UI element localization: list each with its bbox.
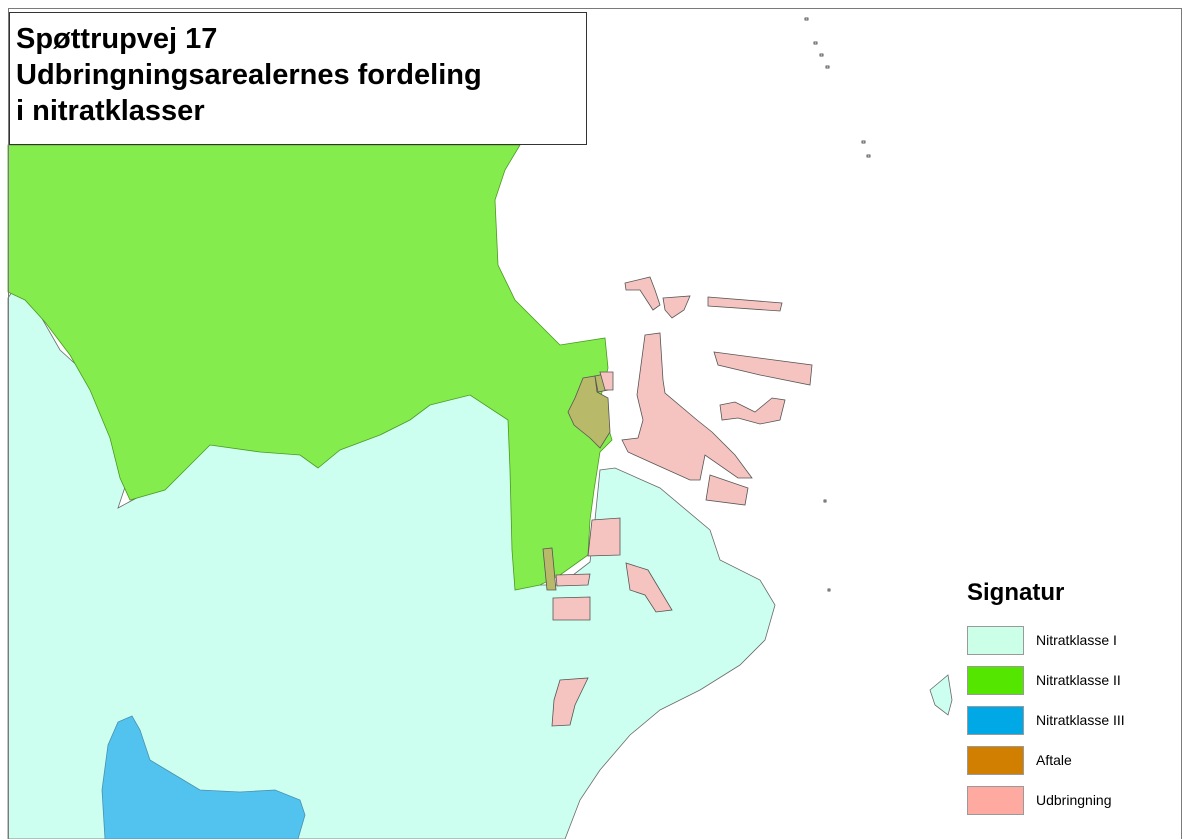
- nitratklasse-2-area: [7, 144, 613, 591]
- nitratklasse-3-area: [101, 715, 306, 839]
- udbringning-parcels: [551, 276, 813, 727]
- map-title-line-3: i nitratklasser: [16, 95, 205, 127]
- udbringning-parcel: [662, 295, 691, 319]
- map-title-line-2: Udbringningsarealernes fordeling: [16, 59, 482, 91]
- map-specks: [804, 17, 871, 592]
- udbringning-parcel: [713, 351, 813, 386]
- legend-label-udbringning: Udbringning: [1036, 792, 1112, 808]
- udbringning-parcel: [624, 276, 661, 311]
- speck: [866, 154, 871, 158]
- legend-item-udbringning: Udbringning: [962, 780, 1172, 820]
- map-title-line-1: Spøttrupvej 17: [16, 23, 218, 55]
- aftale-parcel: [542, 547, 557, 591]
- legend-label-nitratklasse-3: Nitratklasse III: [1036, 712, 1125, 728]
- udbringning-parcel: [599, 371, 614, 391]
- udbringning-parcel: [621, 332, 753, 481]
- speck: [819, 53, 824, 57]
- legend-swatch-nitratklasse-3: [967, 705, 1024, 735]
- legend-swatch-nitratklasse-1: [967, 625, 1024, 655]
- udbringning-parcel: [555, 573, 591, 587]
- legend-label-aftale: Aftale: [1036, 752, 1072, 768]
- udbringning-parcel: [707, 296, 783, 312]
- legend: Signatur Nitratklasse I Nitratklasse II …: [962, 578, 1172, 820]
- legend-swatch-aftale: [967, 745, 1024, 775]
- speck: [823, 499, 827, 503]
- speck: [827, 588, 831, 592]
- udbringning-parcel: [705, 474, 749, 506]
- speck: [861, 140, 866, 144]
- speck: [813, 41, 818, 45]
- nitratklasse-1-patch: [929, 674, 953, 716]
- legend-label-nitratklasse-1: Nitratklasse I: [1036, 632, 1117, 648]
- map-title-box: Spøttrupvej 17 Udbringningsarealernes fo…: [9, 12, 587, 145]
- legend-item-aftale: Aftale: [962, 740, 1172, 780]
- udbringning-parcel: [551, 677, 589, 727]
- legend-label-nitratklasse-2: Nitratklasse II: [1036, 672, 1121, 688]
- legend-swatch-udbringning: [967, 785, 1024, 815]
- udbringning-parcel: [552, 596, 591, 621]
- udbringning-parcel: [587, 517, 621, 557]
- legend-item-nitratklasse-3: Nitratklasse III: [962, 700, 1172, 740]
- legend-swatch-nitratklasse-2: [967, 665, 1024, 695]
- udbringning-parcel: [719, 397, 786, 425]
- udbringning-parcel: [625, 562, 673, 613]
- legend-title: Signatur: [967, 579, 1065, 606]
- aftale-parcel: [567, 375, 611, 449]
- speck: [804, 17, 809, 21]
- speck: [825, 65, 830, 69]
- legend-item-nitratklasse-2: Nitratklasse II: [962, 660, 1172, 700]
- legend-item-nitratklasse-1: Nitratklasse I: [962, 620, 1172, 660]
